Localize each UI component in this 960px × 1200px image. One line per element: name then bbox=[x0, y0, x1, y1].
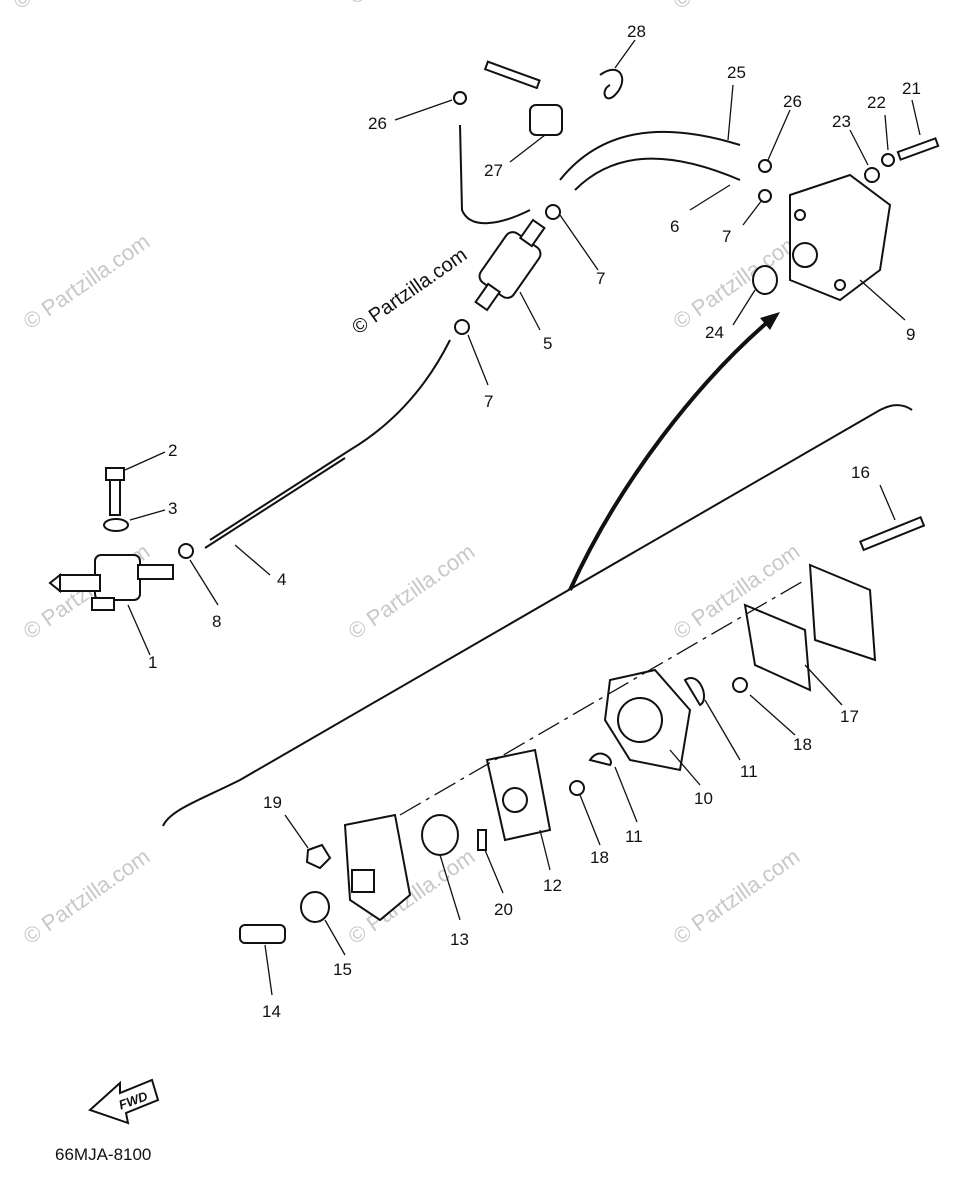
bolt-27-part bbox=[483, 60, 541, 90]
callout-24: 24 bbox=[705, 323, 724, 342]
clamp-part bbox=[599, 68, 624, 100]
callout-2: 2 bbox=[168, 441, 177, 460]
clip-7-part bbox=[545, 204, 561, 220]
watermark: © Partzilla.com bbox=[19, 844, 155, 950]
watermark: © Partzilla.com bbox=[344, 539, 480, 645]
callout-17: 17 bbox=[840, 707, 859, 726]
forward-arrow-icon: FWD bbox=[88, 1078, 160, 1125]
holder-part bbox=[529, 104, 563, 136]
callout-11: 11 bbox=[625, 827, 643, 846]
callout-28: 28 bbox=[627, 22, 646, 41]
callout-18: 18 bbox=[793, 735, 812, 754]
callout-1: 1 bbox=[148, 653, 157, 672]
callout-7: 7 bbox=[484, 392, 493, 411]
clip-7-part bbox=[454, 319, 470, 335]
spring-13-part bbox=[421, 814, 459, 856]
diaphragm-center bbox=[502, 787, 528, 813]
plunger-14-part bbox=[239, 924, 286, 944]
valve-11-part bbox=[683, 677, 705, 707]
callout-12: 12 bbox=[543, 876, 562, 895]
clip-26-part bbox=[453, 91, 467, 105]
assembly-arrow bbox=[568, 318, 772, 591]
hose-6 bbox=[574, 157, 741, 191]
centerline bbox=[399, 579, 806, 816]
clip-part bbox=[178, 543, 194, 559]
clip-26-part bbox=[758, 159, 772, 173]
callout-26: 26 bbox=[368, 114, 387, 133]
o-ring-part bbox=[752, 265, 778, 295]
callout-26: 26 bbox=[783, 92, 802, 111]
callout-23: 23 bbox=[832, 112, 851, 131]
fuel-filter-part bbox=[474, 218, 546, 312]
bolt-part bbox=[105, 467, 125, 516]
valve-11b-part bbox=[588, 752, 612, 767]
callout-7: 7 bbox=[722, 227, 731, 246]
fuel-hose-4-b bbox=[204, 457, 346, 549]
washer-23 bbox=[864, 167, 880, 183]
callout-14: 14 bbox=[262, 1002, 281, 1021]
leader-lines bbox=[124, 39, 921, 996]
watermark-center: © Partzilla.com bbox=[348, 244, 471, 339]
screw-18-part bbox=[732, 677, 748, 693]
callout-9: 9 bbox=[906, 325, 915, 344]
pump-cover-part bbox=[343, 813, 412, 922]
pump-body-part bbox=[603, 668, 692, 772]
callout-21: 21 bbox=[902, 79, 921, 98]
callout-25: 25 bbox=[727, 63, 746, 82]
pin-20-part bbox=[477, 829, 487, 851]
fuel-pump-assembly bbox=[789, 173, 892, 302]
watermarks: © Partzilla.com © Partzilla.com © Partzi… bbox=[9, 0, 805, 949]
callout-13: 13 bbox=[450, 930, 469, 949]
callout-15: 15 bbox=[333, 960, 352, 979]
washer-22 bbox=[881, 153, 895, 167]
callout-19: 19 bbox=[263, 793, 282, 812]
watermark: © Partzilla.com bbox=[19, 229, 155, 335]
screw-21 bbox=[896, 137, 940, 161]
assembly-arrow-head bbox=[760, 312, 780, 330]
pump-base-part bbox=[808, 563, 877, 662]
callout-18: 18 bbox=[590, 848, 609, 867]
vent-hose bbox=[459, 124, 531, 225]
watermark: © Partzilla.com bbox=[669, 844, 805, 950]
callout-11: 11 bbox=[740, 762, 758, 781]
fuel-joint-part bbox=[48, 554, 174, 611]
gasket-part bbox=[743, 603, 812, 692]
washer-part bbox=[103, 518, 129, 532]
callout-4: 4 bbox=[277, 570, 286, 589]
callout-10: 10 bbox=[694, 789, 713, 808]
callout-27: 27 bbox=[484, 161, 503, 180]
watermark: © Partzilla.com bbox=[669, 0, 805, 14]
callout-7: 7 bbox=[596, 269, 605, 288]
callout-3: 3 bbox=[168, 499, 177, 518]
callout-6: 6 bbox=[670, 217, 679, 236]
watermark: © Partzilla.com bbox=[344, 0, 480, 9]
callout-5: 5 bbox=[543, 334, 552, 353]
callout-8: 8 bbox=[212, 612, 221, 631]
hose-25 bbox=[559, 130, 741, 181]
watermark: © Partzilla.com bbox=[669, 229, 805, 335]
spring-15-part bbox=[300, 891, 330, 923]
fuel-hose-4 bbox=[209, 339, 451, 541]
callout-22: 22 bbox=[867, 93, 886, 112]
callout-16: 16 bbox=[851, 463, 870, 482]
nut-19-part bbox=[305, 843, 332, 870]
callouts: 1 2 3 4 5 6 7 7 7 8 9 10 11 11 12 13 14 … bbox=[148, 22, 921, 1021]
screw-16-part bbox=[859, 515, 926, 552]
section-divider-line bbox=[162, 404, 913, 827]
drawing-code: 66MJA-8100 bbox=[55, 1145, 151, 1164]
watermark: © Partzilla.com bbox=[9, 0, 145, 14]
callout-20: 20 bbox=[494, 900, 513, 919]
clip-7-part bbox=[758, 189, 772, 203]
screw-18b-part bbox=[569, 780, 585, 796]
